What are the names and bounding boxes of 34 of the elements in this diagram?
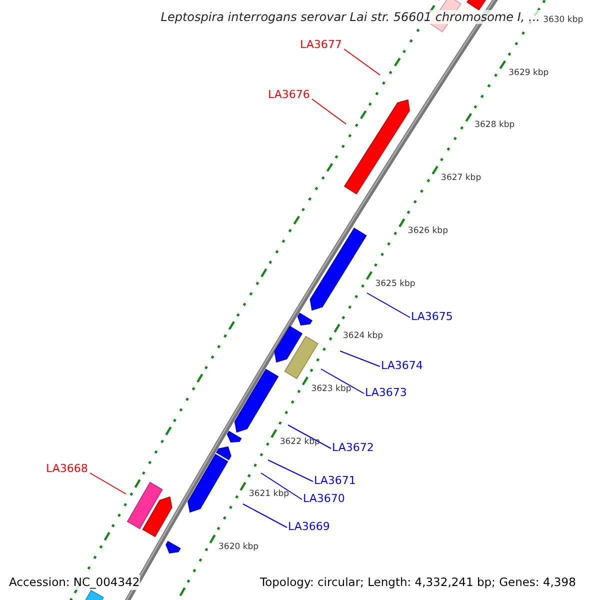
scale-label: 3629 kbp [508,68,549,78]
gene-label: LA3669 [288,520,330,533]
leader-line [320,368,364,394]
scale-label: 3623 kbp [311,384,352,394]
scale-label: 3628 kbp [474,120,515,130]
scale-label: 3626 kbp [408,226,448,236]
leader-line [268,460,314,482]
leader-line [366,292,410,318]
leader-line [340,350,380,367]
gene-label: LA3675 [411,310,453,323]
title: Leptospira interrogans serovar Lai str. 56601 chromosome I, ... [160,10,540,24]
scale-label: 3624 kbp [343,331,384,342]
gene-label: LA3676 [268,88,310,101]
scale-label: 3627 kbp [441,173,482,184]
gene-label: LA3677 [300,38,342,51]
scale-label: 3622 kbp [280,436,320,447]
genome-info-text: Topology: circular; Length: 4,332,241 bp; Genes: 4,398 [260,575,576,590]
scale-label: 3625 kbp [375,278,416,288]
gene-label: LA3670 [303,492,345,505]
leader-line [90,472,126,494]
gene-label: LA3674 [381,359,423,372]
gene-label: LA3672 [332,441,374,454]
leader-line [344,48,380,76]
leader-line [260,472,302,500]
scale-label: 3620 kbp [218,542,259,552]
gene-label: LA3673 [365,386,407,399]
accession-text: Accession: NC_004342 [9,575,140,590]
leader-line [242,504,288,528]
leader-line [312,98,346,124]
gene-label: LA3671 [314,474,356,487]
scale-label: 3630 kbp [543,15,584,25]
scale-label: 3621 kbp [248,489,290,500]
gene-label: LA3668 [46,462,88,475]
leader-line [288,424,332,449]
